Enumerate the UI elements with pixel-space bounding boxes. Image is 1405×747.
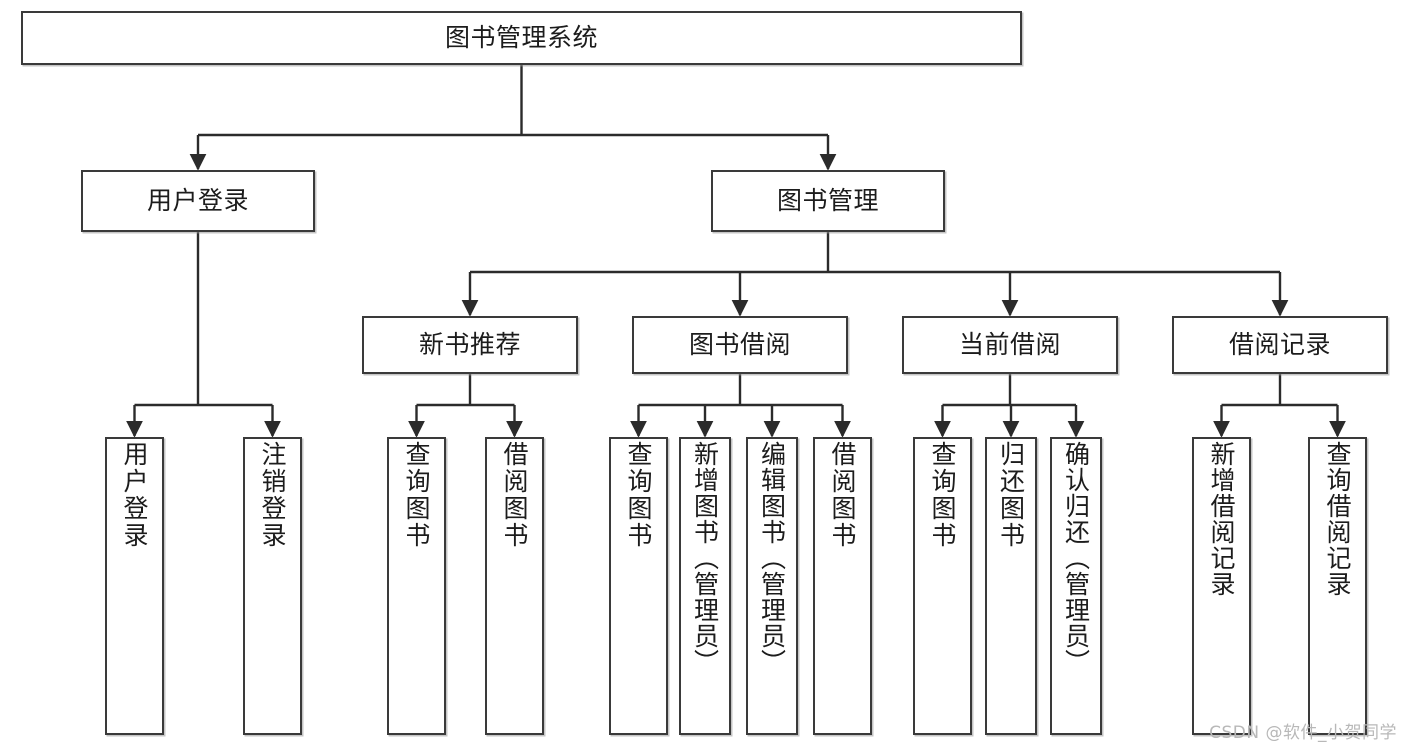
node-label: 图书借阅 <box>688 330 791 359</box>
node-leaf-borrow-book-2[interactable]: 借阅图书 <box>813 437 872 735</box>
node-label: 借阅图书 <box>828 441 857 549</box>
node-label: 借阅记录 <box>1228 330 1331 359</box>
node-user-login[interactable]: 用户登录 <box>81 170 315 232</box>
node-label: 查询图书 <box>928 441 957 549</box>
node-label: 图书管理 <box>776 186 879 215</box>
node-label: 新增图书（管理员） <box>690 441 720 675</box>
node-leaf-user-logout[interactable]: 注销登录 <box>243 437 302 735</box>
node-leaf-query-book-2[interactable]: 查询图书 <box>609 437 668 735</box>
node-label: 查询图书 <box>624 441 653 549</box>
node-label: 新书推荐 <box>418 330 521 359</box>
node-leaf-confirm-ret[interactable]: 确认归还（管理员） <box>1050 437 1102 735</box>
node-label: 图书管理系统 <box>444 23 598 52</box>
node-leaf-add-book[interactable]: 新增图书（管理员） <box>679 437 731 735</box>
node-label: 归还图书 <box>996 441 1026 549</box>
node-label: 用户登录 <box>120 441 149 549</box>
node-label: 借阅图书 <box>500 441 529 549</box>
node-book-manage[interactable]: 图书管理 <box>711 170 945 232</box>
node-label: 用户登录 <box>146 186 249 215</box>
node-leaf-return-book[interactable]: 归还图书 <box>985 437 1037 735</box>
node-leaf-query-book-3[interactable]: 查询图书 <box>913 437 972 735</box>
node-label: 编辑图书（管理员） <box>757 441 787 675</box>
node-label: 查询图书 <box>402 441 431 549</box>
node-leaf-add-record[interactable]: 新增借阅记录 <box>1192 437 1251 735</box>
node-label: 当前借阅 <box>958 330 1061 359</box>
node-borrow-record[interactable]: 借阅记录 <box>1172 316 1388 374</box>
node-label: 注销登录 <box>258 441 287 549</box>
node-leaf-borrow-book-1[interactable]: 借阅图书 <box>485 437 544 735</box>
node-leaf-user-login[interactable]: 用户登录 <box>105 437 164 735</box>
csdn-watermark: CSDN @软件_小贺同学 <box>1209 723 1397 743</box>
node-leaf-edit-book[interactable]: 编辑图书（管理员） <box>746 437 798 735</box>
node-current-borrow[interactable]: 当前借阅 <box>902 316 1118 374</box>
node-root[interactable]: 图书管理系统 <box>21 11 1022 65</box>
node-label: 新增借阅记录 <box>1207 441 1236 597</box>
node-label: 确认归还（管理员） <box>1061 441 1091 675</box>
node-leaf-query-book-1[interactable]: 查询图书 <box>387 437 446 735</box>
node-book-borrow[interactable]: 图书借阅 <box>632 316 848 374</box>
node-leaf-query-record[interactable]: 查询借阅记录 <box>1308 437 1367 735</box>
node-new-book-rec[interactable]: 新书推荐 <box>362 316 578 374</box>
node-label: 查询借阅记录 <box>1323 441 1352 597</box>
